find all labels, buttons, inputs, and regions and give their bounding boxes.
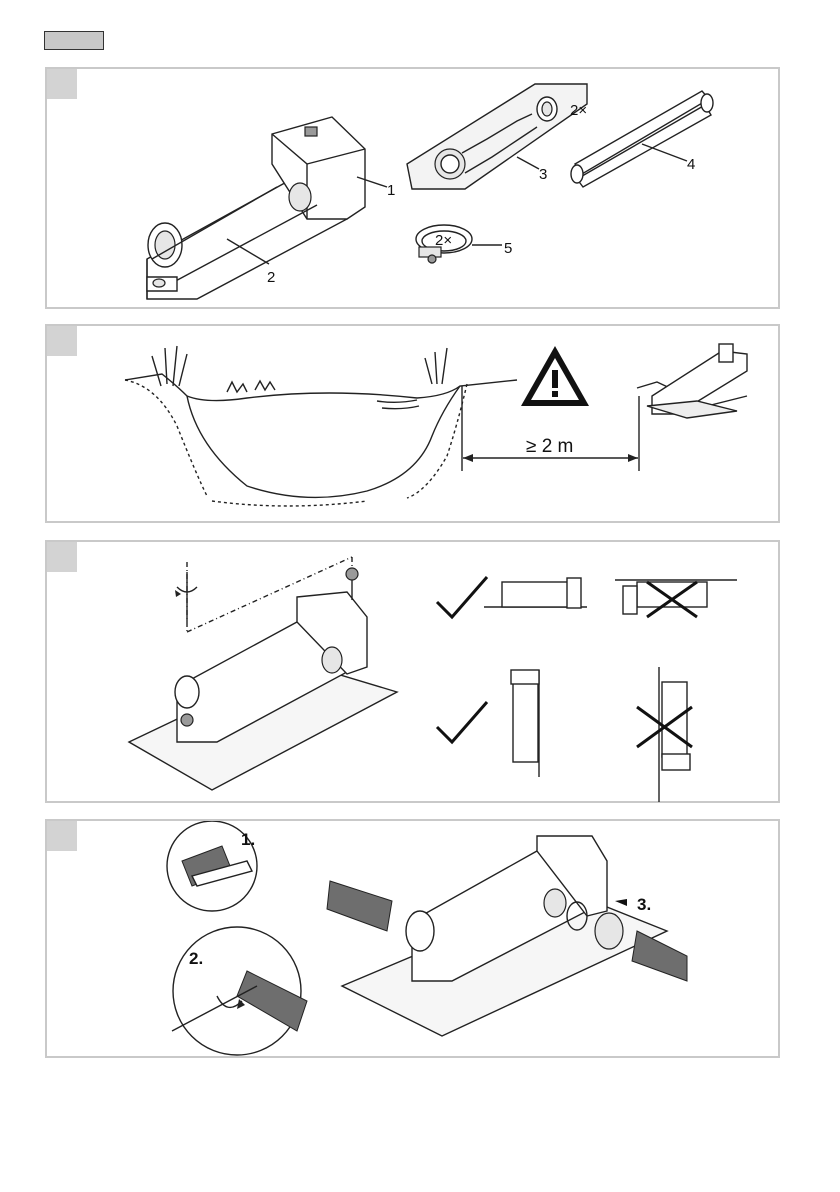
part-label-4: 4 xyxy=(687,156,695,173)
step-label-2: 2. xyxy=(189,949,203,968)
part-label-3: 3 xyxy=(539,166,547,183)
part-label-5: 5 xyxy=(504,240,512,257)
pond-drawing xyxy=(125,346,517,506)
check-mark-vertical xyxy=(437,670,539,777)
language-tab xyxy=(44,31,104,50)
parts-illustration: 1 2 2× 3 4 2 xyxy=(47,69,782,311)
placement-illustration: ≥ 2 m xyxy=(47,326,782,525)
mounting-illustration xyxy=(47,542,782,805)
warning-sign xyxy=(521,346,589,406)
clarifier-device-drawing xyxy=(147,117,365,299)
placement-panel: ≥ 2 m xyxy=(45,324,780,523)
screw-mounting-drawing xyxy=(129,557,397,790)
connection-panel: 1. 2. 3. xyxy=(45,819,780,1058)
part-label-2: 2 xyxy=(267,269,275,286)
quantity-label-oring: 2× xyxy=(570,102,587,119)
distance-label: ≥ 2 m xyxy=(526,436,573,457)
mounting-panel xyxy=(45,540,780,803)
hose-connector-drawing xyxy=(407,84,587,189)
connection-illustration: 1. 2. 3. xyxy=(47,821,782,1060)
check-mark-horizontal xyxy=(437,577,587,617)
quantity-label-clamp: 2× xyxy=(435,232,452,249)
detail-circle-clamp xyxy=(172,927,307,1055)
parts-panel: 1 2 2× 3 4 2 xyxy=(45,67,780,309)
step-label-1: 1. xyxy=(241,830,255,849)
step-label-3: 3. xyxy=(637,895,651,914)
connected-unit-drawing xyxy=(327,836,687,1036)
installed-unit-drawing xyxy=(637,344,747,418)
cross-mark-ceiling xyxy=(615,580,737,617)
part-label-1: 1 xyxy=(387,182,395,199)
cross-mark-vertical-inverted xyxy=(637,667,692,802)
